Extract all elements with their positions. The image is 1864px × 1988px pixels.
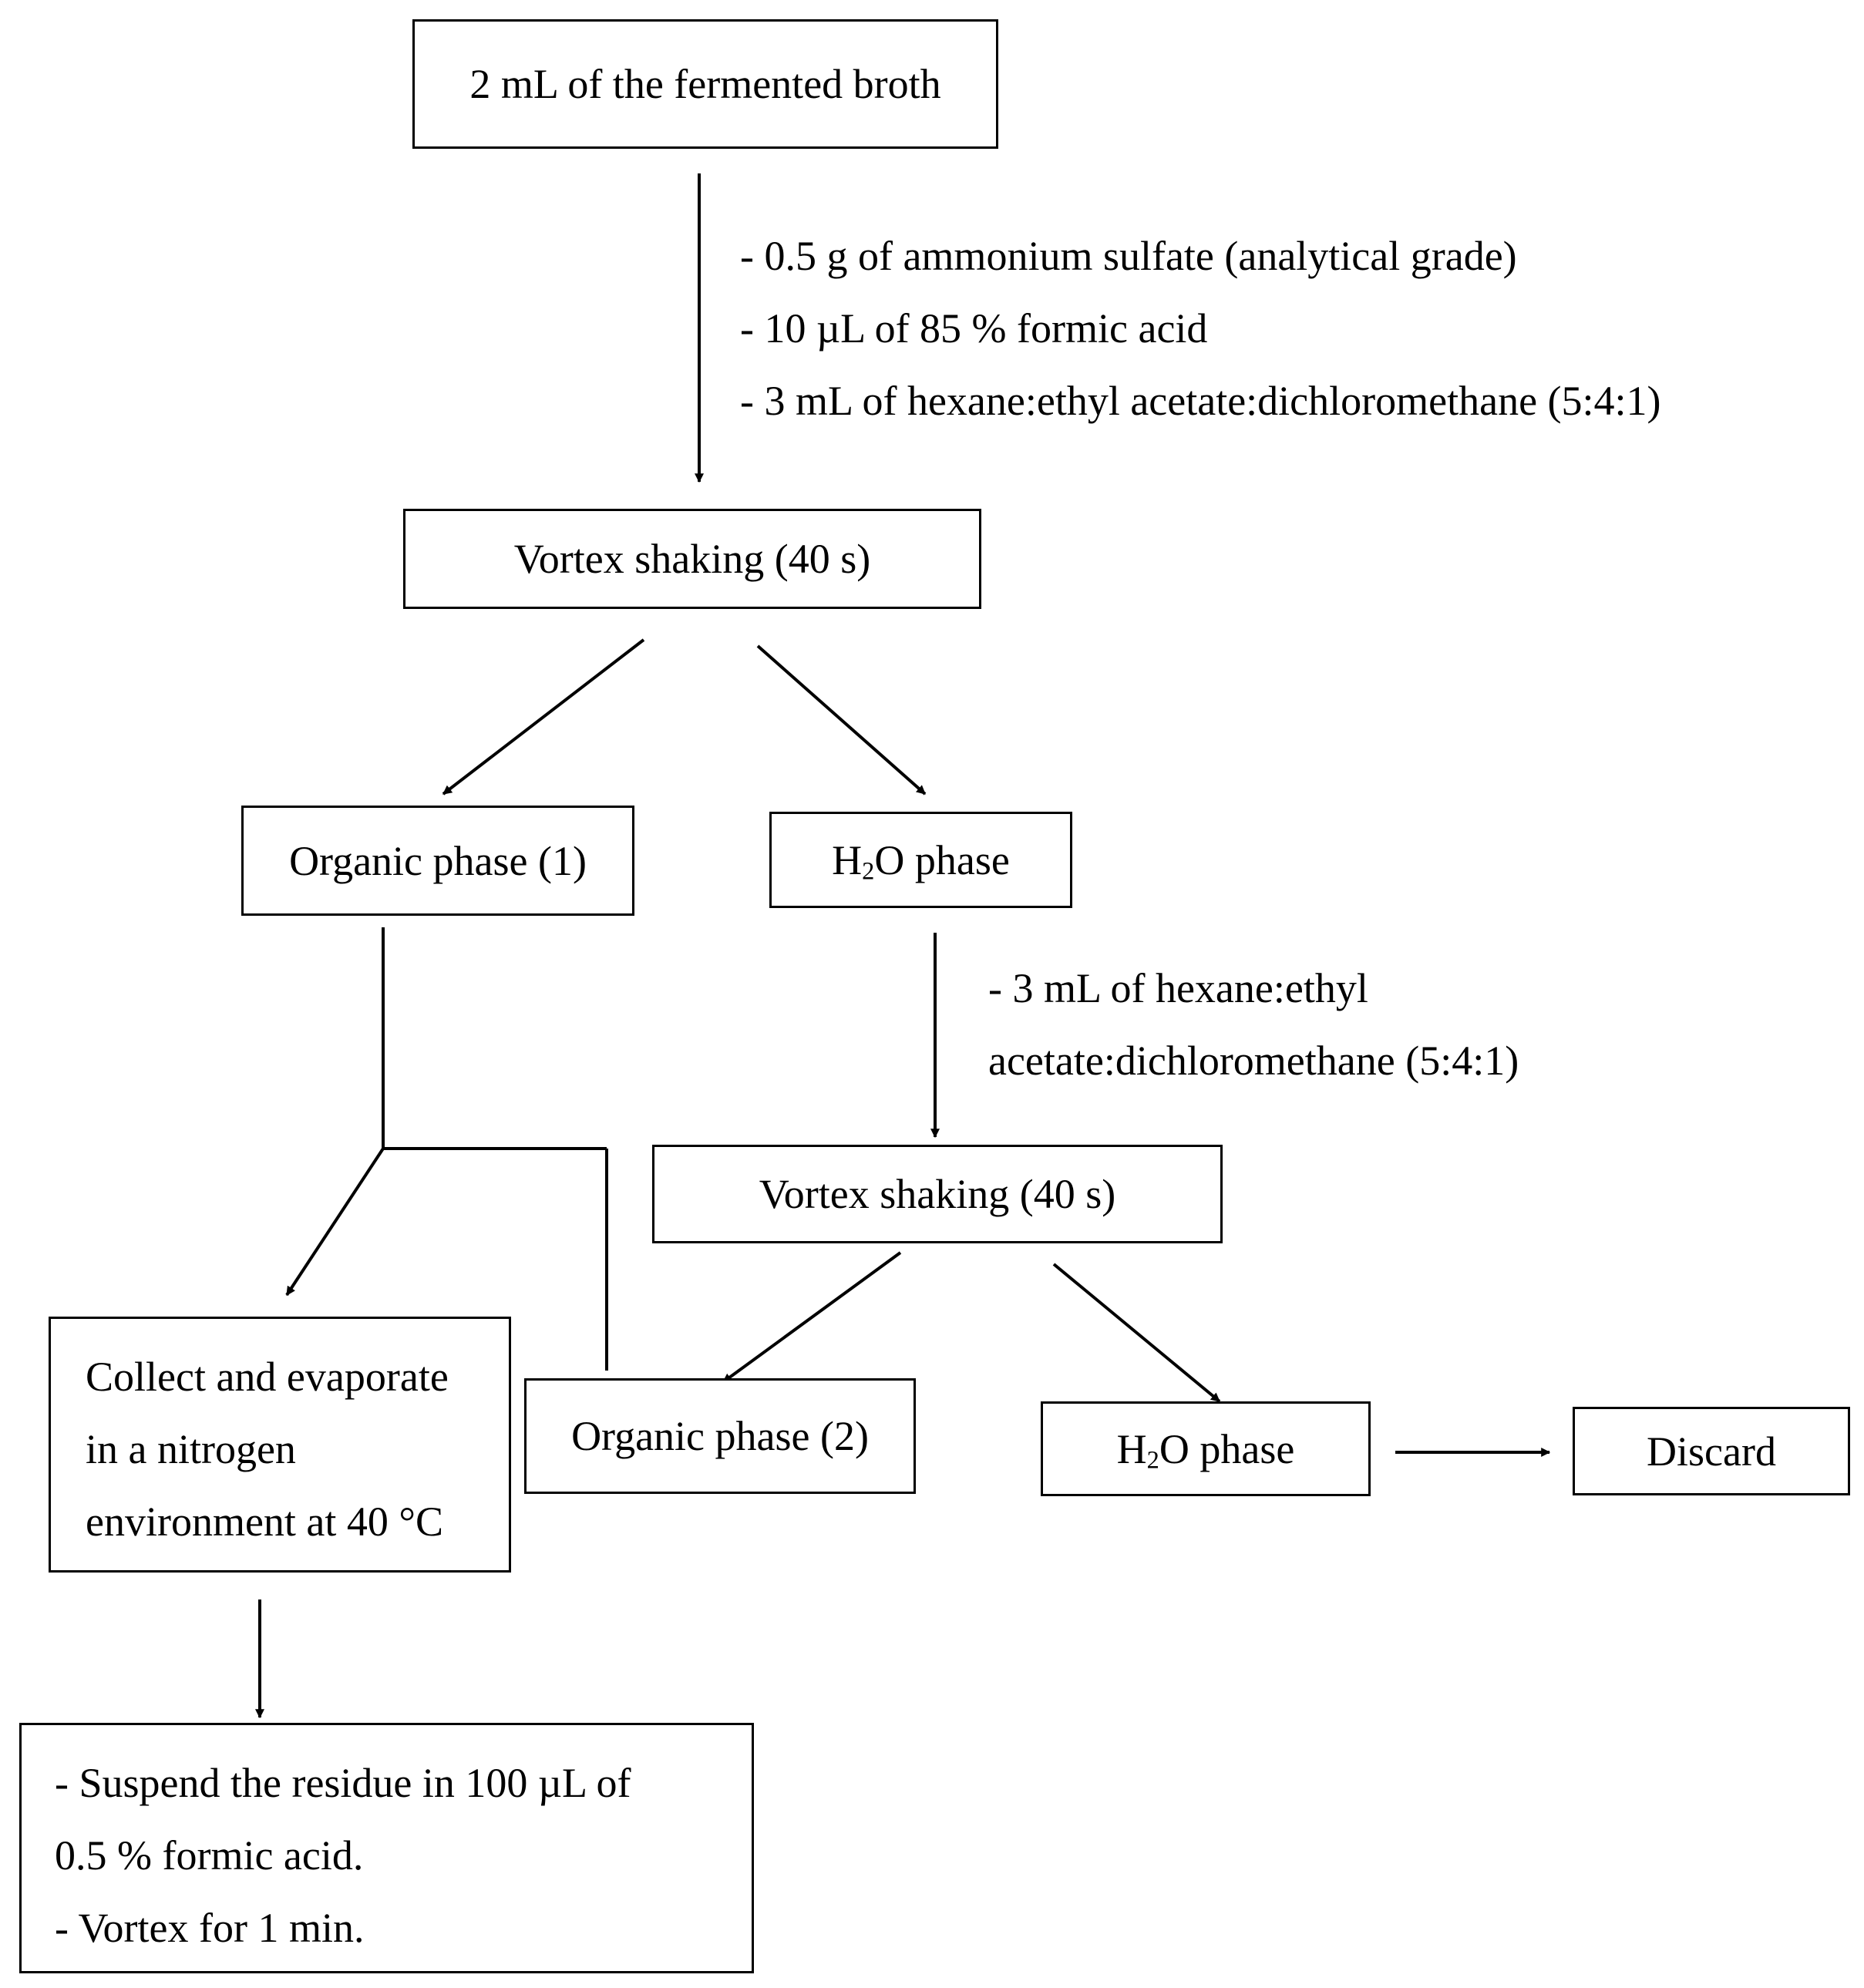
reagent-ammonium-sulfate: - 0.5 g of ammonium sulfate (analytical … — [740, 233, 1517, 279]
box-water-phase-1-label: H2O phase — [832, 836, 1010, 885]
final-line-2: 0.5 % formic acid. — [55, 1832, 364, 1879]
reagent-solvent-mix-2-line-1: - 3 mL of hexane:ethyl — [988, 965, 1368, 1011]
box-vortex-shaking-1-label: Vortex shaking (40 s) — [513, 536, 871, 582]
final-line-3: - Vortex for 1 min. — [55, 1905, 365, 1951]
box-organic-phase-2: Organic phase (2) — [524, 1378, 916, 1494]
box-water-phase-2-label: H2O phase — [1116, 1425, 1295, 1474]
box-discard: Discard — [1573, 1407, 1850, 1495]
box-vortex-shaking-2-label: Vortex shaking (40 s) — [759, 1171, 1116, 1217]
box-vortex-shaking-1: Vortex shaking (40 s) — [403, 509, 981, 609]
box-organic-phase-1-label: Organic phase (1) — [289, 837, 587, 884]
collect-line-2: in a nitrogen — [86, 1426, 296, 1472]
arrow-vortex1-to-organic1 — [442, 638, 645, 796]
reagent-solvent-mix-2-line-2: acetate:dichloromethane (5:4:1) — [988, 1038, 1519, 1084]
reagents-step-2: - 3 mL of hexane:ethyl acetate:dichlorom… — [988, 952, 1519, 1097]
arrow-vortex1-to-water1 — [756, 644, 927, 796]
box-suspend-residue: - Suspend the residue in 100 µL of 0.5 %… — [19, 1723, 754, 1973]
box-fermented-broth: 2 mL of the fermented broth — [412, 19, 998, 149]
collect-line-1: Collect and evaporate — [86, 1354, 449, 1400]
box-collect-evaporate: Collect and evaporate in a nitrogen envi… — [49, 1317, 511, 1573]
box-water-phase-1: H2O phase — [769, 812, 1072, 908]
box-organic-phase-1: Organic phase (1) — [241, 806, 634, 916]
box-vortex-shaking-2: Vortex shaking (40 s) — [652, 1145, 1223, 1243]
arrow-merge-to-collect — [285, 1147, 385, 1297]
collect-line-3: environment at 40 °C — [86, 1499, 444, 1545]
box-discard-label: Discard — [1647, 1428, 1776, 1475]
reagents-step-1: - 0.5 g of ammonium sulfate (analytical … — [740, 220, 1661, 437]
arrow-vortex2-to-organic2 — [722, 1251, 902, 1384]
arrow-vortex2-to-water2 — [1052, 1263, 1221, 1403]
box-water-phase-2: H2O phase — [1041, 1401, 1371, 1496]
final-line-1: - Suspend the residue in 100 µL of — [55, 1760, 631, 1806]
reagent-formic-acid: - 10 µL of 85 % formic acid — [740, 305, 1208, 352]
box-organic-phase-2-label: Organic phase (2) — [571, 1413, 869, 1459]
reagent-solvent-mix: - 3 mL of hexane:ethyl acetate:dichlorom… — [740, 378, 1661, 424]
box-fermented-broth-label: 2 mL of the fermented broth — [469, 61, 941, 107]
